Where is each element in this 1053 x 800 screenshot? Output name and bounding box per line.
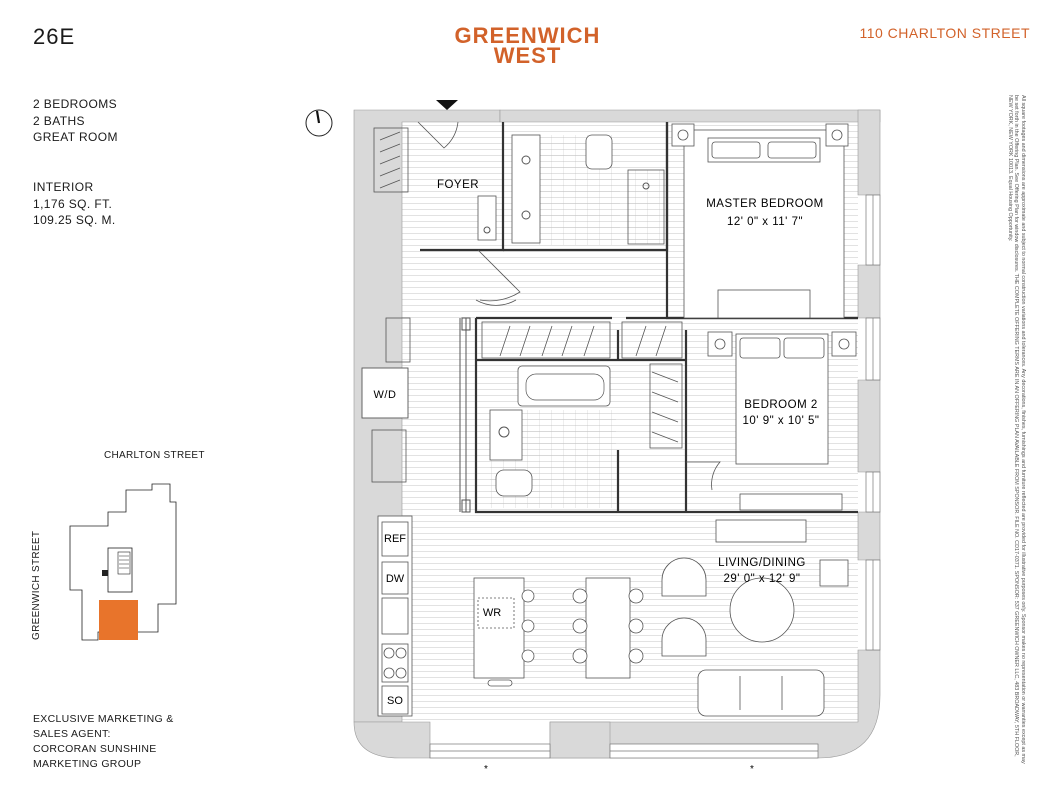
master-bedroom-dim: 12' 0" x 11' 7" (727, 216, 803, 228)
doors (417, 121, 721, 491)
brand-line-2: WEST (493, 43, 562, 68)
living-dining-label: LIVING/DINING (718, 557, 806, 569)
south-pier (549, 721, 611, 759)
hall-door (475, 299, 517, 306)
agent-line-2: SALES AGENT: (33, 728, 111, 740)
coffee-table (729, 577, 795, 643)
key-plan (69, 483, 177, 641)
master-shower (627, 169, 665, 245)
living-furniture (661, 519, 849, 717)
building-address: 110 CHARLTON STREET (859, 25, 1030, 41)
area-sqm: 109.25 SQ. M. (33, 213, 116, 227)
master-bath (511, 134, 665, 245)
windows (429, 194, 881, 759)
east-pier-1 (857, 109, 881, 196)
second-vanity (489, 409, 523, 461)
east-pier-3 (857, 379, 881, 473)
foyer-label: FOYER (437, 179, 479, 191)
dw-unit (381, 561, 409, 595)
great-room-label: GREAT ROOM (33, 130, 118, 144)
master-bedroom-label: MASTER BEDROOM (706, 198, 824, 210)
second-bath (489, 365, 616, 508)
master-vanity (511, 134, 541, 244)
entry-arrow-icon (436, 100, 458, 110)
ref-label: REF (384, 533, 406, 545)
bedroom-2-dim: 10' 9" x 10' 5" (743, 415, 820, 427)
brand-line-1: GREENWICH (454, 23, 601, 48)
master-toilet (585, 134, 613, 170)
interior-area: INTERIOR 1,176 SQ. FT. 109.25 SQ. M. (33, 179, 116, 229)
east-pier-4 (857, 511, 881, 561)
side-table (819, 559, 849, 587)
unit-summary: 2 BEDROOMS 2 BATHS GREAT ROOM (33, 96, 118, 146)
key-plan-street-top: CHARLTON STREET (104, 450, 205, 461)
media-console (715, 519, 807, 543)
so-unit (381, 685, 409, 715)
entry-door (417, 121, 459, 149)
brand-logo: GREENWICH WEST (440, 23, 615, 68)
wall-details (459, 317, 471, 513)
key-plan-marker (102, 570, 108, 576)
baths-count: 2 BATHS (33, 113, 85, 128)
southwest-corner (353, 721, 431, 759)
window-asterisk-2: * (750, 764, 754, 775)
bedroom-2-door (686, 461, 721, 491)
east-pier-2 (857, 264, 881, 319)
unit-number: 26E (33, 24, 76, 49)
bedroom-2-bed (707, 331, 857, 511)
bathtub (517, 365, 611, 407)
key-plan-stair (117, 551, 131, 575)
agent-line-1: EXCLUSIVE MARKETING & (33, 713, 174, 725)
wd-label: W/D (374, 389, 397, 401)
agent-line-3: CORCORAN SUNSHINE (33, 743, 157, 755)
key-plan-outline (69, 483, 177, 641)
sink-unit (381, 597, 409, 635)
area-sqft: 1,176 SQ. FT. (33, 196, 113, 211)
armchair-2 (661, 617, 707, 657)
ref-unit (381, 521, 409, 557)
living-dining-dim: 29' 0" x 12' 9" (724, 573, 801, 585)
wr-label: WR (483, 607, 501, 619)
kitchen-island (473, 577, 535, 687)
sofa (697, 669, 825, 717)
window-asterisk-1: * (484, 764, 488, 775)
north-wall (499, 109, 881, 123)
interior-heading: INTERIOR (33, 180, 94, 194)
key-plan-unit-highlight (99, 600, 138, 640)
so-label: SO (387, 695, 403, 707)
foyer-console (477, 195, 497, 241)
closets (371, 127, 683, 483)
bedroom-2-label: BEDROOM 2 (744, 399, 818, 411)
north-compass-icon (305, 109, 333, 137)
dw-label: DW (386, 573, 405, 585)
foyer-closet-door (477, 249, 521, 302)
kitchen (377, 515, 413, 717)
second-toilet (495, 469, 533, 497)
master-bed (671, 123, 849, 319)
sales-agent: EXCLUSIVE MARKETING & SALES AGENT: CORCO… (33, 712, 174, 772)
armchair-1 (661, 557, 707, 597)
bedrooms-count: 2 BEDROOMS (33, 97, 118, 111)
washer-dryer (361, 367, 409, 419)
dining-table (572, 577, 644, 679)
agent-line-4: MARKETING GROUP (33, 758, 142, 770)
